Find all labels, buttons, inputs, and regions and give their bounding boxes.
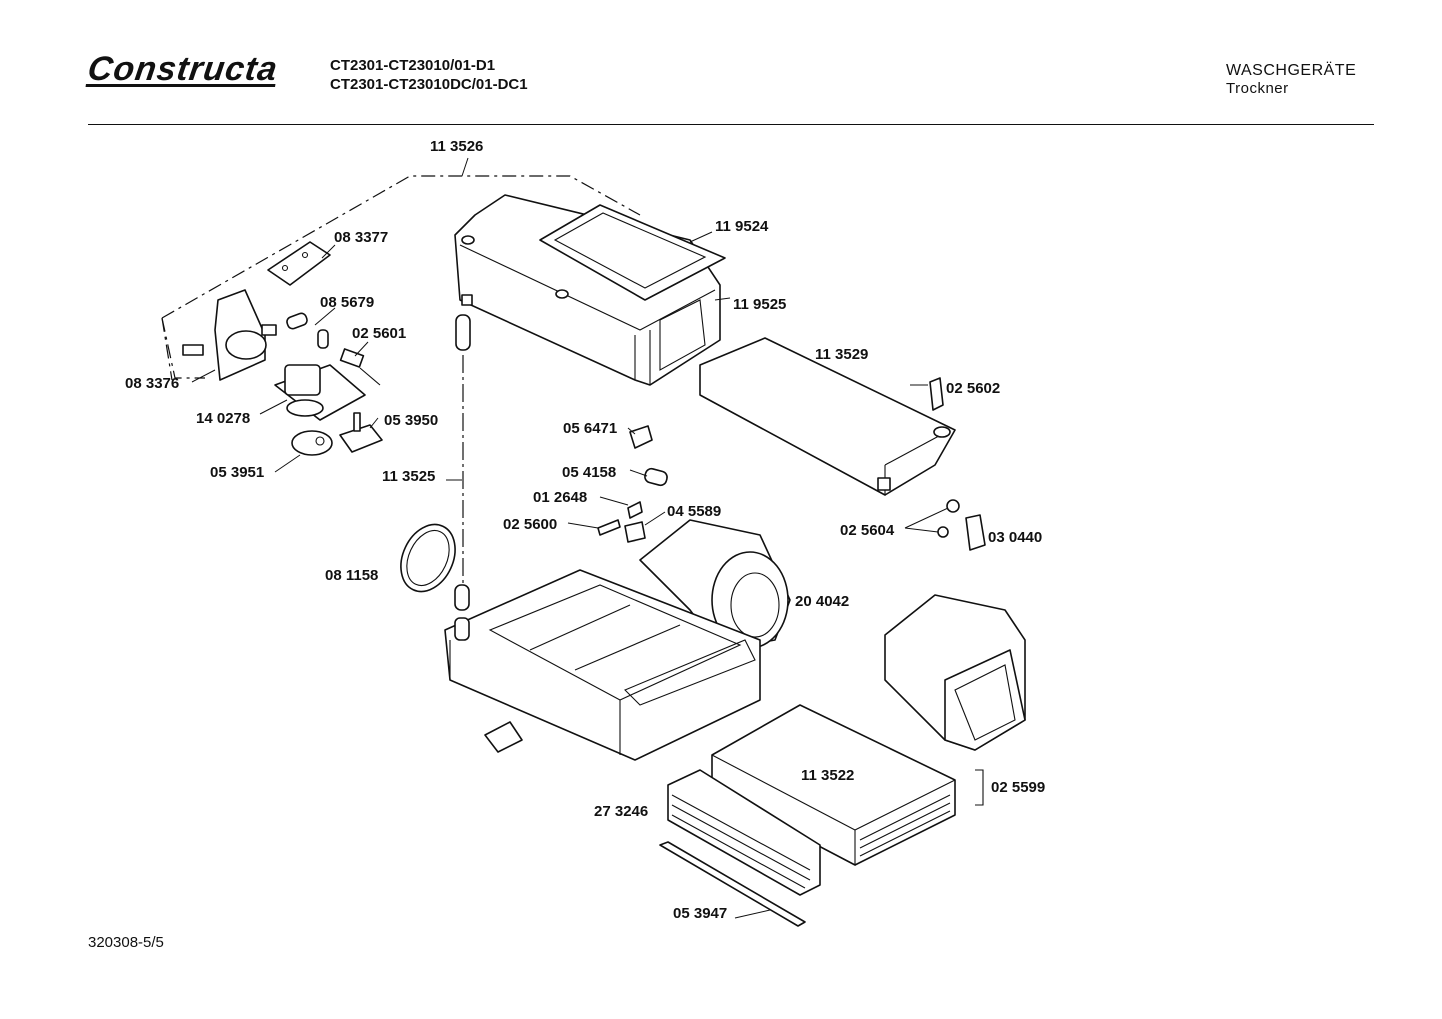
connector-025600 (597, 519, 621, 536)
bracket-012648 (627, 501, 643, 519)
label-056471: 05 6471 (563, 420, 617, 437)
air-duct-funnel (884, 594, 1026, 751)
label-113529: 11 3529 (815, 346, 868, 363)
assembly-boundary-line (161, 175, 641, 319)
relay-045589 (624, 521, 646, 543)
header-divider (88, 124, 1374, 125)
condenser-box-113529 (699, 337, 956, 496)
capacitor-054158 (644, 467, 668, 487)
label-045589: 04 5589 (667, 503, 721, 520)
assembly-boundary-left (161, 317, 173, 381)
label-113522: 11 3522 (801, 767, 854, 784)
sealing-strip-053947 (659, 841, 806, 927)
label-053947: 05 3947 (673, 905, 727, 922)
assembly-boundary-113526 (161, 317, 205, 379)
clip-025599 (975, 769, 984, 806)
label-119525: 11 9525 (733, 296, 786, 313)
base-tray-assembly (444, 569, 761, 761)
hose-pipe (454, 314, 471, 611)
label-204042: 20 4042 (795, 593, 849, 610)
category-title: WASCHGERÄTE (1226, 62, 1357, 79)
clip-025602 (929, 377, 944, 411)
model-number-line2: CT2301-CT23010DC/01-DC1 (330, 76, 528, 93)
category-subtitle: Trockner (1226, 80, 1289, 97)
bracket-plate-083377 (267, 241, 331, 286)
document-number: 320308-5/5 (88, 934, 164, 951)
label-113525: 11 3525 (382, 468, 435, 485)
leader-lines (191, 157, 949, 919)
label-025602: 02 5602 (946, 380, 1000, 397)
sensor-mount-083376 (182, 289, 277, 381)
hose-connector-085679 (286, 312, 329, 349)
clip-030440 (965, 514, 986, 551)
fan-housing-204042 (639, 519, 791, 651)
label-085679: 08 5679 (320, 294, 374, 311)
label-053951: 05 3951 (210, 464, 264, 481)
terminal-056471 (629, 425, 653, 449)
front-grille-273246 (667, 769, 821, 896)
label-054158: 05 4158 (562, 464, 616, 481)
thermostat-025601 (339, 348, 381, 386)
label-273246: 27 3246 (594, 803, 648, 820)
label-025604: 02 5604 (840, 522, 895, 539)
label-030440: 03 0440 (988, 529, 1042, 546)
mounting-bracket (484, 721, 523, 753)
label-025601: 02 5601 (352, 325, 406, 342)
label-025599: 02 5599 (991, 779, 1045, 796)
disc-053951 (291, 430, 333, 456)
label-119524: 11 9524 (715, 218, 769, 235)
label-025600: 02 5600 (503, 516, 557, 533)
pump-unit-140278 (274, 364, 366, 421)
label-081158: 08 1158 (325, 567, 378, 584)
knob-053950 (339, 412, 383, 453)
label-012648: 01 2648 (533, 489, 587, 506)
model-number-line1: CT2301-CT23010/01-D1 (330, 57, 496, 74)
label-083376: 08 3376 (125, 375, 179, 392)
label-140278: 14 0278 (196, 410, 250, 427)
label-083377: 08 3377 (334, 229, 388, 246)
housing-lid-cover (539, 204, 726, 301)
label-053950: 05 3950 (384, 412, 438, 429)
screws-025604 (937, 499, 960, 538)
seal-ring-081158 (400, 523, 456, 593)
label-113526: 11 3526 (430, 138, 483, 155)
